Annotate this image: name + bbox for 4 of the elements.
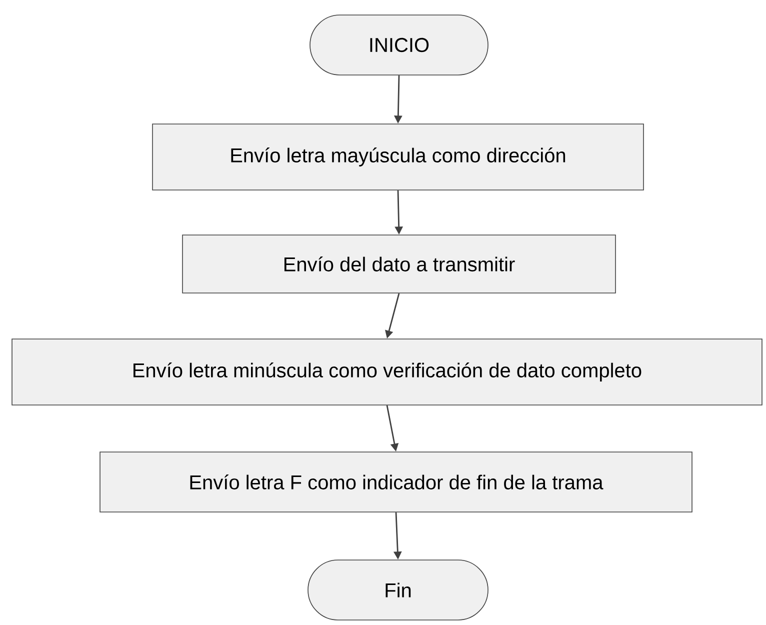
process-box: Envío letra F como indicador de fin de la trama xyxy=(100,452,692,512)
process-box: Envío letra mayúscula como dirección xyxy=(152,124,644,190)
process-box: Envío letra minúscula como verificación de dato completo xyxy=(12,338,762,406)
process-box: Envío del dato a transmitir xyxy=(182,234,616,294)
